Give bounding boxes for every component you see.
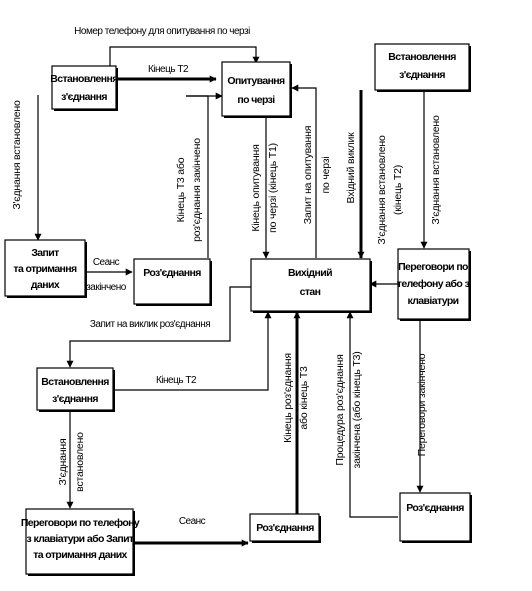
label-call-request: Запит на виклик роз'єднання [90,319,210,330]
label-end-disc-1: Кінець роз'єднання [282,353,294,443]
poll-line1: Опитування [227,75,285,87]
label-conn-bottom-1: З'єднання [57,439,69,486]
datarx-line3: даних [31,279,60,291]
label-conn-t2-1: З'єднання встановлено [376,135,388,245]
label-session: Сеанс [179,516,206,527]
poll-line2: по черзі [237,94,275,106]
talk-right-line3: клавіатури [407,295,458,307]
edge-phone-number [109,46,260,72]
talk-right-line1: Переговори по [398,261,468,273]
disc-bottom-text: Роз'єднання [256,522,314,534]
disc-mid-text: Роз'єднання [143,267,201,279]
talk-bottom-line2: з клавіатури або Запит [27,533,134,545]
node-poll [221,61,291,117]
datarx-line2: та отримання [13,263,77,275]
talk-bottom-line1: Переговори по телефону [21,517,140,529]
node-setup-bottom [36,367,114,411]
setup1-line1: Встановлення [50,73,118,85]
setup-right-line2: з'єднання [399,69,445,81]
label-session-end-1: Сеанс [93,257,120,268]
label-end-t2-top: Кінець Т2 [148,64,189,75]
node-init [250,258,371,312]
label-req-poll-2: по черзі [320,156,332,193]
label-end-t3-2: роз'єднання закінчено [191,138,203,242]
label-session-end-2: закінчено [86,282,127,293]
label-end-disc-2: або кінець Т3 [298,366,310,430]
label-disc-proc-2: закінчена (або кінець Т3) [351,351,363,468]
datarx-line1: Запит [31,247,59,259]
label-conn-bottom-2: встановлено [74,432,86,492]
label-conn-right: З'єднання встановлено [430,115,442,225]
init-line1: Вихідний [288,267,332,279]
disc-right-text: Роз'єднання [406,502,464,514]
edge-end-t2-bottom [115,311,272,391]
label-incoming: Вхідний виклик [345,132,357,204]
node-disc-mid [133,258,211,305]
talk-right-line2: телефону або з [397,278,470,290]
edge-req-poll [291,84,317,258]
node-datarx [4,239,86,297]
label-talk-end: Переговори закінчено [416,353,428,456]
label-end-t2-bottom: Кінець Т2 [156,375,197,386]
label-disc-proc-1: Процедура роз'єднання [334,354,346,465]
label-left-connected: З'єднання встановлено [11,100,23,210]
node-talk-bottom [25,508,134,575]
node-disc-bottom [249,513,320,542]
label-req-poll-1: Запит на опитування [302,126,314,224]
label-end-t3-1: Кінець Т3 або [175,157,187,222]
label-top-phone: Номер телефону для опитування по черзі [74,25,250,37]
edge-disc-proc [346,311,398,518]
edge-call-request [66,286,251,368]
label-conn-t2-2: (кінець Т2) [392,165,404,215]
node-setup1 [51,65,117,110]
label-end-poll-2: по черзі (кінець Т1) [267,143,279,233]
setup-bottom-line1: Встановлення [41,376,109,388]
setup1-line2: з'єднання [61,91,107,103]
node-setup-right [374,43,470,91]
label-end-poll-1: Кінець опитування [250,144,262,231]
setup-right-line1: Встановлення [388,51,456,63]
talk-bottom-line3: та отримання даних [33,549,127,561]
setup-bottom-line2: з'єднання [52,393,98,405]
node-talk-right [397,248,470,320]
node-disc-right [399,492,471,542]
init-line2: стан [300,286,321,298]
